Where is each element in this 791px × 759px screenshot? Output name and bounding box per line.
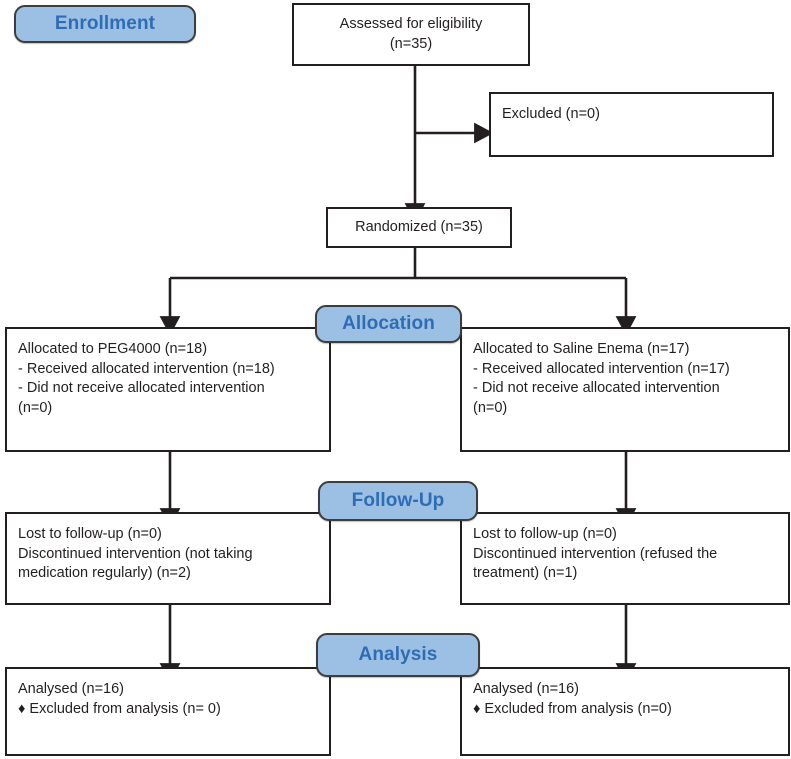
node-followup-right-text: Lost to follow-up (n=0) Discontinued int… bbox=[473, 526, 718, 581]
node-assessed-for-eligibility: Assessed for eligibility (n=35) bbox=[292, 3, 530, 66]
stage-badge-allocation-label: Allocation bbox=[342, 313, 435, 334]
node-allocated-right: Allocated to Saline Enema (n=17) - Recei… bbox=[460, 327, 790, 452]
node-excluded-text: Excluded (n=0) bbox=[502, 106, 600, 122]
stage-badge-analysis-label: Analysis bbox=[358, 644, 438, 665]
node-randomized: Randomized (n=35) bbox=[326, 207, 512, 248]
stage-badge-enrollment: Enrollment bbox=[14, 5, 196, 43]
node-analysis-right: Analysed (n=16) ♦ Excluded from analysis… bbox=[460, 667, 790, 756]
node-followup-left-text: Lost to follow-up (n=0) Discontinued int… bbox=[18, 526, 253, 581]
node-allocated-left: Allocated to PEG4000 (n=18) - Received a… bbox=[5, 327, 331, 452]
node-followup-right: Lost to follow-up (n=0) Discontinued int… bbox=[460, 512, 790, 605]
node-allocated-left-text: Allocated to PEG4000 (n=18) - Received a… bbox=[18, 341, 275, 416]
node-analysis-left-text: Analysed (n=16) ♦ Excluded from analysis… bbox=[18, 681, 221, 717]
node-randomized-text: Randomized (n=35) bbox=[355, 218, 483, 235]
node-allocated-right-text: Allocated to Saline Enema (n=17) - Recei… bbox=[473, 341, 730, 416]
stage-badge-followup-label: Follow-Up bbox=[351, 490, 445, 511]
stage-badge-allocation: Allocation bbox=[315, 305, 462, 343]
node-followup-left: Lost to follow-up (n=0) Discontinued int… bbox=[5, 512, 331, 605]
node-analysis-right-text: Analysed (n=16) ♦ Excluded from analysis… bbox=[473, 681, 672, 717]
stage-badge-followup: Follow-Up bbox=[318, 481, 478, 521]
node-excluded: Excluded (n=0) bbox=[489, 92, 774, 157]
node-analysis-left: Analysed (n=16) ♦ Excluded from analysis… bbox=[5, 667, 331, 756]
stage-badge-enrollment-label: Enrollment bbox=[54, 13, 156, 34]
node-assessed-for-eligibility-text: Assessed for eligibility (n=35) bbox=[339, 16, 483, 52]
stage-badge-analysis: Analysis bbox=[316, 633, 480, 677]
